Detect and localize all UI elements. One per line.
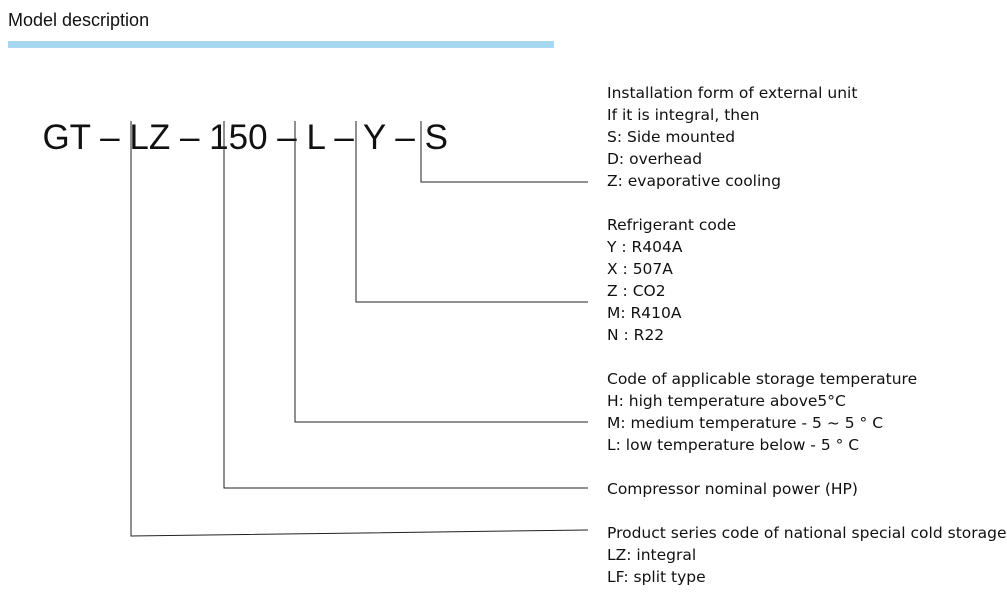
model-code-part-gt: GT <box>42 118 91 157</box>
model-code-separator: – <box>324 118 363 157</box>
temperature-line: H: high temperature above5°C <box>607 392 846 410</box>
installation-line: D: overhead <box>607 150 703 168</box>
installation-line: Z: evaporative cooling <box>607 172 781 190</box>
installation-line: If it is integral, then <box>607 106 760 124</box>
leader-line-power <box>223 121 588 489</box>
model-code-separator: – <box>385 118 425 157</box>
series-line: LZ: integral <box>607 546 697 564</box>
leader-line-installation <box>420 121 588 183</box>
model-code-part-s: S <box>424 118 448 157</box>
installation-line: S: Side mounted <box>607 128 736 146</box>
model-code-part-150: 150 <box>209 118 268 157</box>
refrigerant-line: X : 507A <box>607 260 673 278</box>
model-code-separator: – <box>90 118 130 157</box>
refrigerant-heading: Refrigerant code <box>607 216 737 234</box>
model-code-separator: – <box>267 118 307 157</box>
series-line: LF: split type <box>607 568 706 586</box>
power-heading: Compressor nominal power (HP) <box>607 480 858 498</box>
series-description: Product series code of national special … <box>607 522 1007 588</box>
model-code-part-y: Y <box>362 118 386 157</box>
series-heading: Product series code of national special … <box>607 524 1007 542</box>
installation-heading: Installation form of external unit <box>607 84 858 102</box>
refrigerant-line: M: R410A <box>607 304 682 322</box>
refrigerant-description: Refrigerant code Y : R404A X : 507A Z : … <box>607 214 736 346</box>
model-code-separator: – <box>170 118 210 157</box>
title-underline-bar <box>8 41 554 48</box>
installation-description: Installation form of external unit If it… <box>607 82 857 192</box>
temperature-heading: Code of applicable storage temperature <box>607 370 918 388</box>
refrigerant-line: Y : R404A <box>607 238 683 256</box>
leader-line-series <box>130 121 589 537</box>
refrigerant-line: N : R22 <box>607 326 665 344</box>
leader-line-refrigerant <box>355 121 588 303</box>
power-description: Compressor nominal power (HP) <box>607 478 858 500</box>
leader-line-temperature <box>294 121 588 423</box>
temperature-description: Code of applicable storage temperature H… <box>607 368 917 456</box>
refrigerant-line: Z : CO2 <box>607 282 666 300</box>
model-code: GT – LZ – 150 – L – Y – S <box>23 72 448 160</box>
section-title: Model description <box>8 10 150 30</box>
temperature-line: M: medium temperature - 5 ~ 5 ° C <box>607 414 884 432</box>
temperature-line: L: low temperature below - 5 ° C <box>607 436 860 454</box>
model-code-part-lz: LZ <box>129 118 171 157</box>
model-code-part-l: L <box>306 118 325 157</box>
